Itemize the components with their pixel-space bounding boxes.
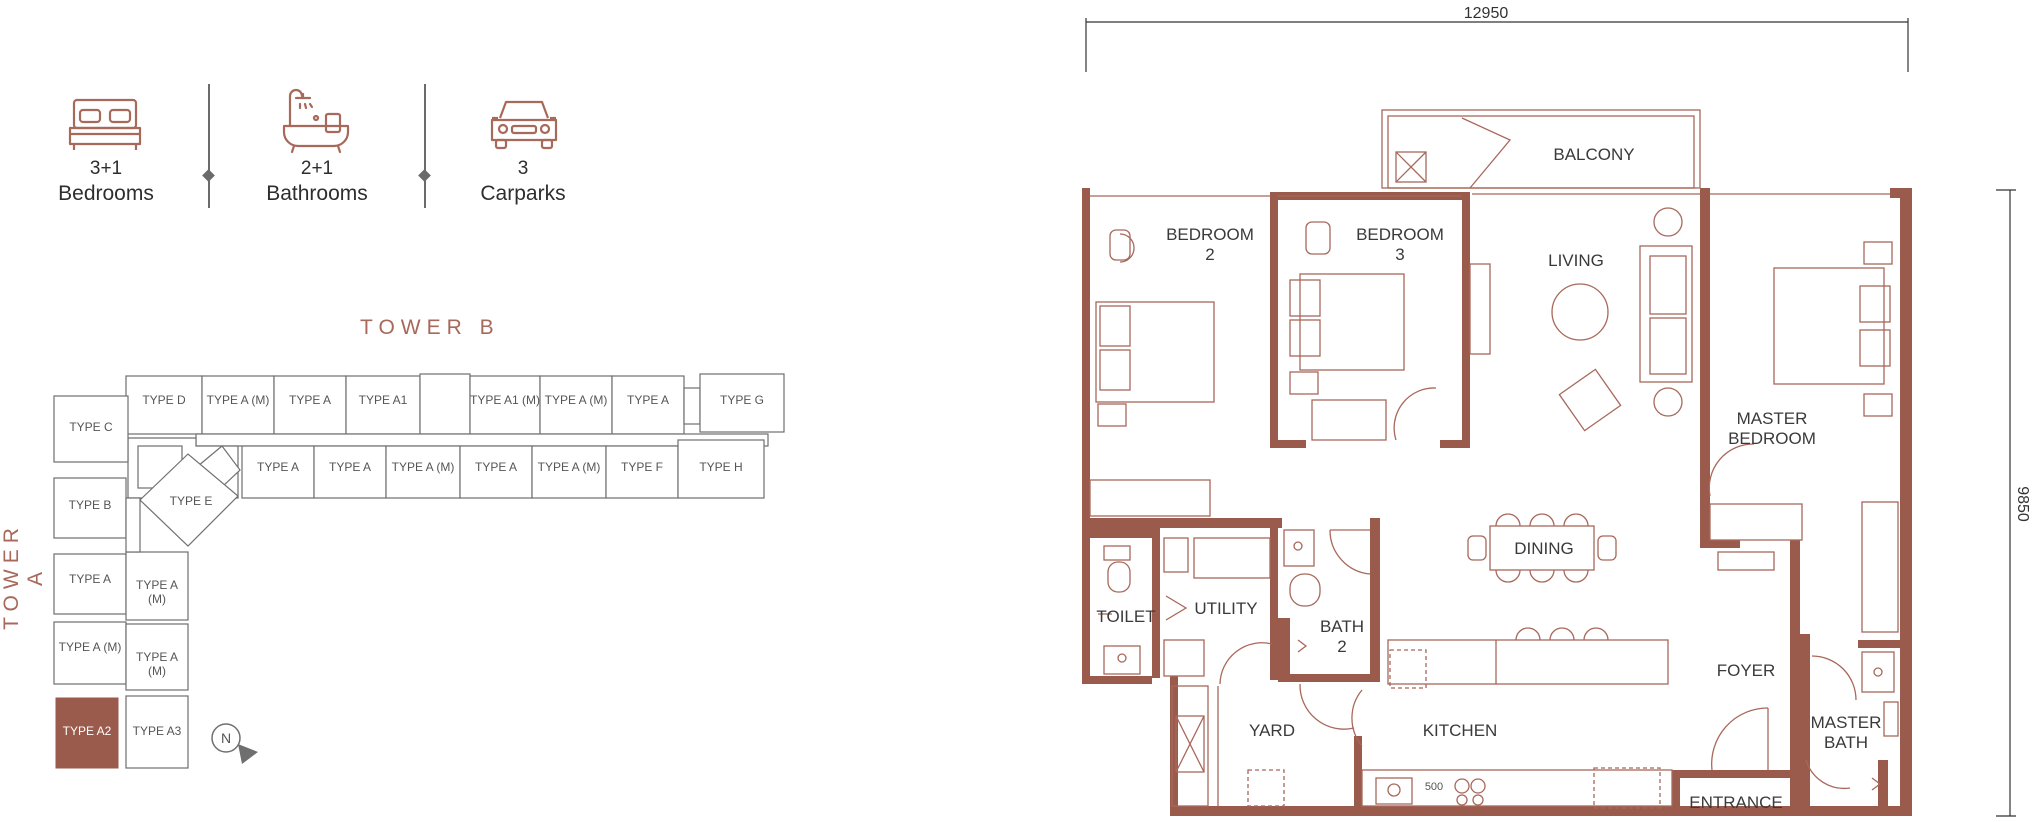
- bedrooms-label: Bedrooms: [58, 182, 154, 205]
- room-master-bath: MASTER: [1811, 713, 1882, 732]
- room-kitchen: KITCHEN: [1423, 721, 1498, 740]
- divider: [424, 84, 426, 208]
- room-bedroom-2-number: 2: [1205, 245, 1214, 264]
- dimension-depth-label: 9850: [2014, 486, 2031, 522]
- room-master-bedroom-line2: BEDROOM: [1728, 429, 1816, 448]
- room-balcony: BALCONY: [1553, 145, 1634, 164]
- room-utility: UTILITY: [1194, 599, 1257, 618]
- carparks-count: 3: [517, 158, 529, 179]
- bathrooms-label: Bathrooms: [266, 182, 368, 205]
- room-bedroom-3: BEDROOM: [1356, 225, 1444, 244]
- room-bedroom-2: BEDROOM: [1166, 225, 1254, 244]
- car-icon: [490, 100, 558, 150]
- balcony-outline: [1381, 109, 1701, 189]
- divider: [208, 84, 210, 208]
- appliance-label: 500: [1425, 781, 1443, 793]
- fixtures: [1089, 109, 1899, 809]
- bathtub-icon: [282, 88, 350, 154]
- room-foyer: FOYER: [1717, 661, 1776, 680]
- dimension-depth: [1996, 189, 2016, 817]
- room-toilet: TOILET: [1096, 607, 1155, 626]
- room-entrance: ENTRANCE: [1689, 793, 1783, 812]
- bathrooms-count: 2+1: [300, 158, 334, 179]
- carparks-label: Carparks: [480, 182, 566, 205]
- dining-table: [1489, 525, 1595, 571]
- room-dining: DINING: [1514, 539, 1574, 558]
- dimension-width: [1085, 18, 1909, 72]
- room-bath-2: BATH: [1320, 617, 1364, 636]
- room-yard: YARD: [1249, 721, 1295, 740]
- bed-icon: [68, 98, 142, 150]
- room-master-bath-line2: BATH: [1824, 733, 1868, 752]
- room-living: LIVING: [1548, 251, 1604, 270]
- bedrooms-count: 3+1: [89, 158, 123, 179]
- room-bath-2-number: 2: [1337, 637, 1346, 656]
- dimension-width-label: 12950: [1464, 5, 1509, 22]
- tower-b-label: TOWER B: [360, 316, 500, 339]
- room-master-bedroom: MASTER: [1737, 409, 1808, 428]
- room-bedroom-3-number: 3: [1395, 245, 1404, 264]
- room-labels: BALCONY BEDROOM 2 BEDROOM 3 LIVING MASTE…: [1096, 145, 1881, 812]
